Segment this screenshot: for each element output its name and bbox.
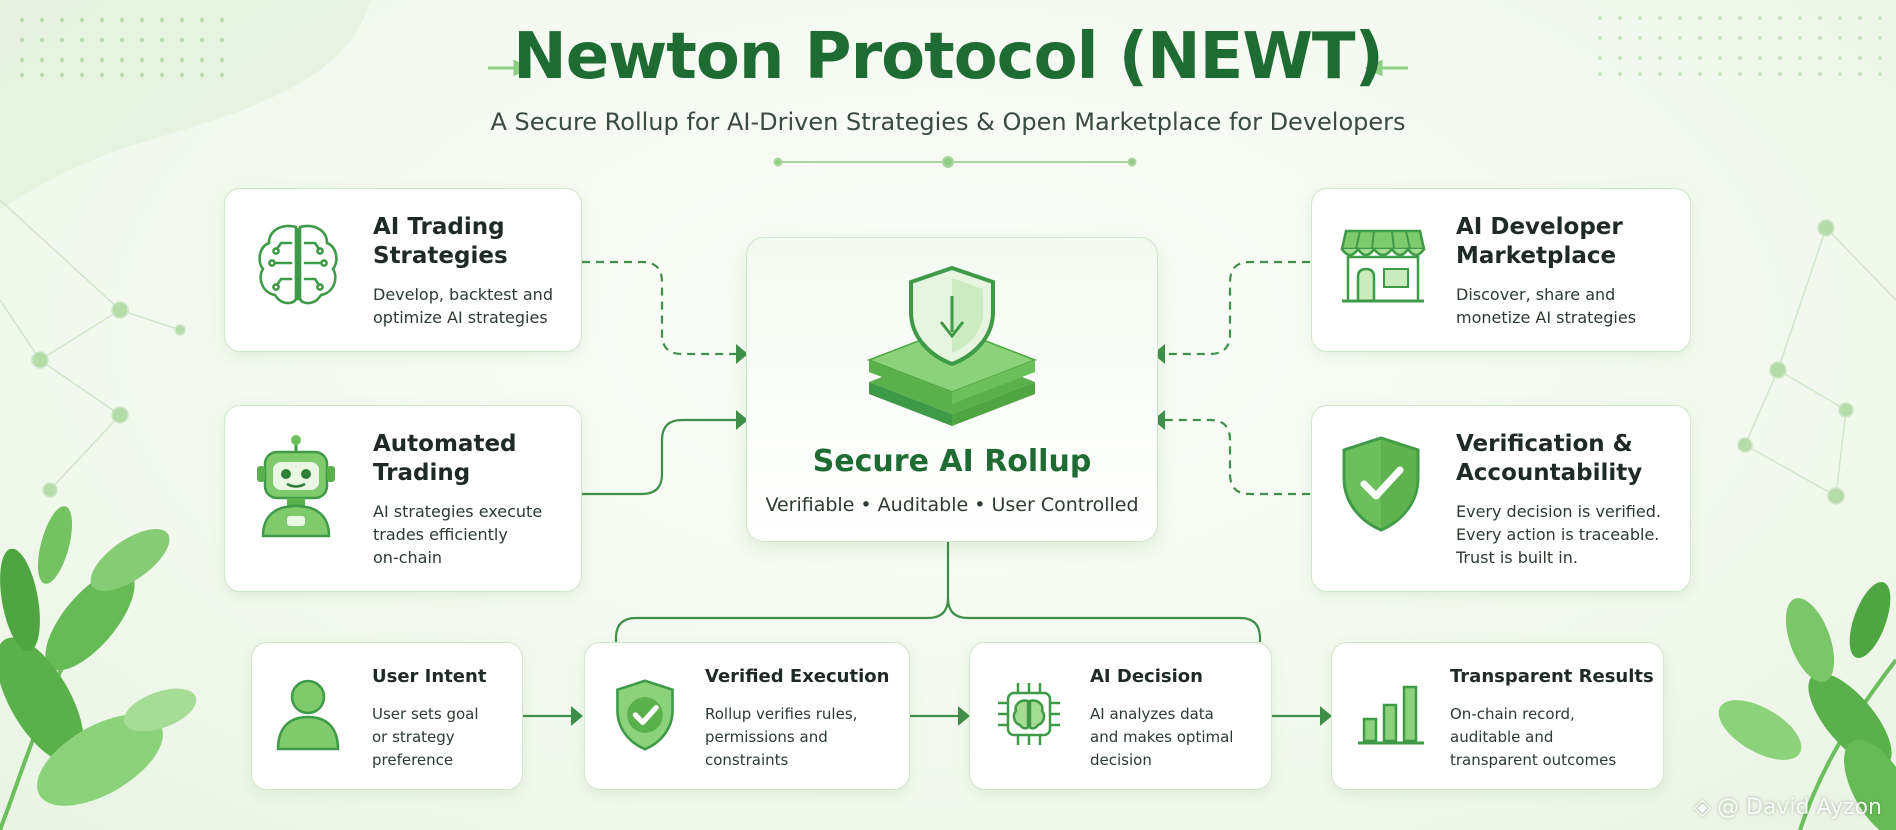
diamond-icon: ◈ <box>1694 795 1711 820</box>
dot-grid-right <box>1598 16 1882 76</box>
dot-grid-left <box>19 17 225 78</box>
flow-step-ai-decision: AI Decision AI analyzes data and makes o… <box>969 642 1272 790</box>
flow-step-user-intent: User Intent User sets goal or strategy p… <box>251 642 523 790</box>
card-title: AI Trading Strategies <box>373 214 508 269</box>
card-description: Every decision is verified. Every action… <box>1456 502 1661 567</box>
bar-chart-icon <box>1358 685 1424 745</box>
title-decoration <box>488 59 1408 77</box>
card-ai-trading-strategies: AI Trading Strategies Develop, backtest … <box>224 188 582 352</box>
step-title: AI Decision <box>1090 666 1203 687</box>
step-title: Transparent Results <box>1450 666 1654 687</box>
step-description: AI analyzes data and makes optimal decis… <box>1090 705 1234 769</box>
step-description: On-chain record, auditable and transpare… <box>1450 705 1617 769</box>
card-verification-accountability: Verification & Accountability Every deci… <box>1311 405 1691 592</box>
card-title: Verification & Accountability <box>1456 431 1643 486</box>
flow-step-verified-execution: Verified Execution Rollup verifies rules… <box>584 642 910 790</box>
shield-check-icon <box>1342 436 1420 532</box>
rollup-stack-icon <box>866 265 1038 426</box>
card-automated-trading: Automated Trading AI strategies execute … <box>224 405 582 592</box>
robot-icon <box>257 435 335 538</box>
card-title: AI Developer Marketplace <box>1456 214 1623 269</box>
connectors <box>522 260 1322 718</box>
watermark-text: @ David Ayzon <box>1716 795 1882 820</box>
step-title: Verified Execution <box>705 666 890 687</box>
shield-check-icon <box>616 679 674 751</box>
network-left <box>0 199 186 498</box>
center-subtitle: Verifiable • Auditable • User Controlled <box>765 494 1139 516</box>
watermark: ◈@ David Ayzon <box>1694 795 1882 820</box>
user-icon <box>276 679 340 751</box>
ai-chip-icon <box>998 683 1060 745</box>
brain-circuit-icon <box>258 224 338 305</box>
center-secure-ai-rollup: Secure AI Rollup Verifiable • Auditable … <box>746 237 1158 542</box>
page-subtitle: A Secure Rollup for AI-Driven Strategies… <box>490 108 1406 136</box>
subtitle-divider <box>773 156 1137 168</box>
card-description: Discover, share and monetize AI strategi… <box>1456 285 1637 327</box>
step-title: User Intent <box>372 666 487 687</box>
step-description: User sets goal or strategy preference <box>372 705 479 769</box>
network-right <box>1737 219 1896 505</box>
center-title: Secure AI Rollup <box>812 444 1092 479</box>
card-description: AI strategies execute trades efficiently… <box>373 502 543 567</box>
card-description: Develop, backtest and optimize AI strate… <box>373 285 553 327</box>
leaves-left <box>0 506 197 830</box>
flow-step-transparent-results: Transparent Results On-chain record, aud… <box>1331 642 1664 790</box>
connector-arrowheads <box>571 344 1332 726</box>
card-ai-developer-marketplace: AI Developer Marketplace Discover, share… <box>1311 188 1691 352</box>
card-title: Automated Trading <box>373 431 517 486</box>
page-title: Newton Protocol (NEWT) <box>513 20 1384 94</box>
storefront-icon <box>1340 229 1426 303</box>
step-description: Rollup verifies rules, permissions and c… <box>705 705 858 769</box>
leaves-right <box>1718 582 1896 830</box>
